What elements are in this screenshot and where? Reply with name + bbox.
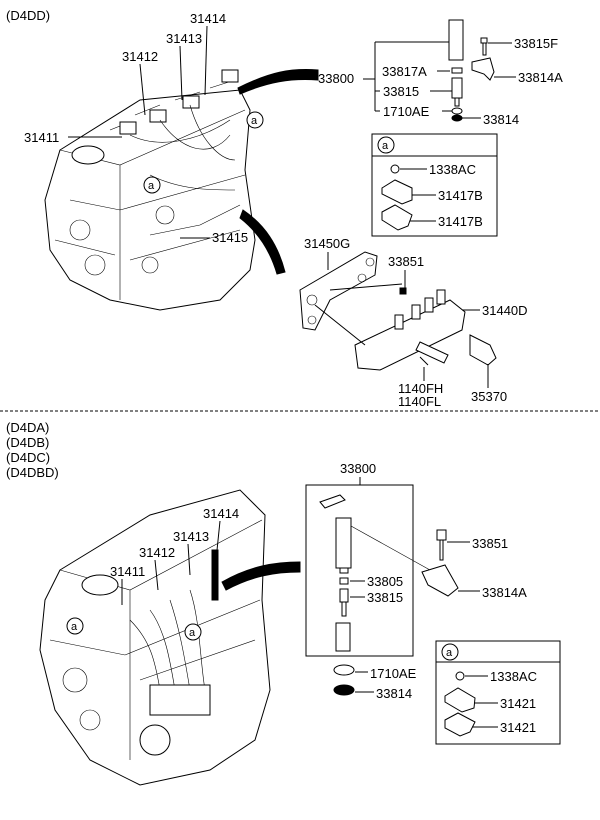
part-label: 31440D <box>482 303 528 318</box>
part-label: 33814 <box>483 112 519 127</box>
part-label: 33817A <box>382 64 427 79</box>
part-label: 31411 <box>110 564 145 579</box>
callout-letter: a <box>446 647 453 659</box>
part-label: 31417B <box>438 214 483 229</box>
part-label: 31412 <box>139 545 175 560</box>
part-label: 1140FL <box>398 394 441 409</box>
callout-a-marker <box>184 623 202 641</box>
part-label: 31414 <box>190 11 226 26</box>
part-label: 31421 <box>500 720 536 735</box>
part-label: 1338AC <box>490 669 537 684</box>
part-label: 31421 <box>500 696 536 711</box>
part-label: 31417B <box>438 188 483 203</box>
part-label: 33814A <box>518 70 563 85</box>
callout-a-marker <box>143 176 161 194</box>
detail-box-a-top: a <box>371 133 498 237</box>
pointer-arrow-injector <box>221 561 301 591</box>
part-label: 33815 <box>367 590 403 605</box>
callout-a-marker <box>66 617 84 635</box>
part-label: 1140FH <box>398 381 443 396</box>
callout-letter: a <box>148 180 155 192</box>
part-label: 1710AE <box>383 104 430 119</box>
callout-letter: a <box>251 115 258 127</box>
part-label: 33815F <box>514 36 558 51</box>
part-label: 1338AC <box>429 162 476 177</box>
part-label: 33814 <box>376 686 412 701</box>
callout-letter: a <box>71 621 78 633</box>
part-label: 31414 <box>203 506 239 521</box>
variant-label: (D4DD) <box>6 8 50 23</box>
part-label: 1710AE <box>370 666 417 681</box>
callout-letter: a <box>382 140 389 152</box>
part-label: 31450G <box>304 236 350 251</box>
part-label: 31411 <box>24 130 59 145</box>
part-label: 31412 <box>122 49 158 64</box>
part-label: 33805 <box>367 574 403 589</box>
part-label: 33851 <box>472 536 508 551</box>
detail-box-a-bottom: a <box>435 640 561 745</box>
part-label: 33851 <box>388 254 424 269</box>
injector-assembly-bottom <box>305 484 459 696</box>
callout-letter: a <box>189 627 196 639</box>
engine-block-illustration <box>39 489 271 786</box>
pointer-arrow-injector <box>237 69 319 95</box>
variant-label: (D4DC) <box>6 450 50 465</box>
part-label: 31413 <box>173 529 209 544</box>
callout-a-marker <box>246 111 264 129</box>
part-label: 33800 <box>340 461 376 476</box>
engine-block-illustration <box>44 69 256 311</box>
part-label: 33800 <box>318 71 354 86</box>
part-label: 31415 <box>212 230 248 245</box>
part-label: 35370 <box>471 389 507 404</box>
part-label: 33815 <box>383 84 419 99</box>
fuel-rail-illustration <box>299 251 497 371</box>
variant-label: (D4DBD) <box>6 465 59 480</box>
part-label: 33814A <box>482 585 527 600</box>
injector-assembly-top <box>448 19 495 122</box>
variant-label: (D4DB) <box>6 435 49 450</box>
pointer-arrow-rail <box>239 209 286 275</box>
variant-label: (D4DA) <box>6 420 49 435</box>
part-label: 31413 <box>166 31 202 46</box>
